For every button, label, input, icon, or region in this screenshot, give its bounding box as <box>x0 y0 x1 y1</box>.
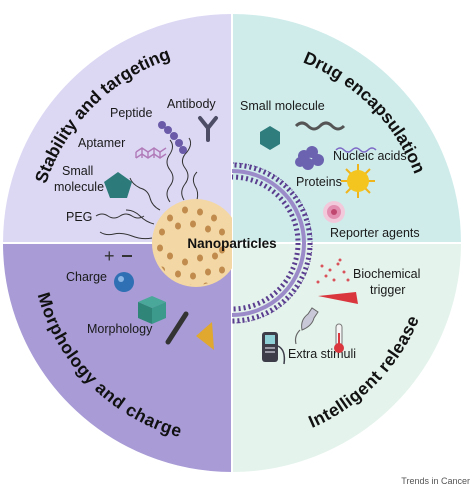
label-charge: Charge <box>66 270 107 284</box>
label-small-molecule-1: Small <box>62 164 93 178</box>
label-extra-stimuli: Extra stimuli <box>288 347 356 361</box>
particle-spray-icon <box>316 258 350 284</box>
label-peptide: Peptide <box>110 106 152 120</box>
plus-sign-icon: + <box>104 246 115 266</box>
reporter-target-icon <box>323 201 345 223</box>
quadrant-top-right <box>232 13 462 243</box>
pentagon-icon <box>104 172 132 198</box>
lipid-bilayer-icon <box>232 162 313 324</box>
label-small-molecule: Small molecule <box>240 99 325 113</box>
hexagon-icon <box>260 126 280 150</box>
label-peg: PEG <box>66 210 92 224</box>
thermometer-icon <box>334 323 344 353</box>
label-nucleic-acids: Nucleic acids <box>333 149 407 163</box>
nucleic-acid-wave-2 <box>335 147 377 153</box>
charge-sphere-icon: + <box>104 246 134 292</box>
laser-beam-icon <box>318 292 358 304</box>
credit-text: Trends in Cancer <box>401 476 470 486</box>
handheld-device-icon <box>262 332 286 365</box>
label-biochemical-2: trigger <box>370 283 405 297</box>
label-small-molecule-2: molecule <box>54 180 104 194</box>
label-reporter-agents: Reporter agents <box>330 226 420 240</box>
label-aptamer: Aptamer <box>78 136 125 150</box>
triangle-icon <box>196 322 214 350</box>
peptide-chain-icon <box>158 121 187 154</box>
label-proteins: Proteins <box>296 175 342 189</box>
ligand-tails <box>99 137 199 240</box>
protein-cluster-icon <box>295 146 324 170</box>
label-antibody: Antibody <box>167 97 216 111</box>
cube-icon <box>138 296 166 324</box>
sun-icon <box>341 164 375 198</box>
label-morphology: Morphology <box>87 322 153 336</box>
antibody-icon <box>198 116 218 142</box>
outer-ring <box>1 12 463 474</box>
aptamer-icon <box>135 147 167 159</box>
rod-icon <box>165 311 189 345</box>
center-label: Nanoparticles <box>187 236 276 251</box>
peg-chain-icon <box>95 213 145 219</box>
nucleic-acid-wave-icon <box>294 121 346 131</box>
nanoparticle-sphere <box>152 199 232 287</box>
ultrasound-probe-icon <box>294 307 319 345</box>
label-biochemical-1: Biochemical <box>353 267 420 281</box>
